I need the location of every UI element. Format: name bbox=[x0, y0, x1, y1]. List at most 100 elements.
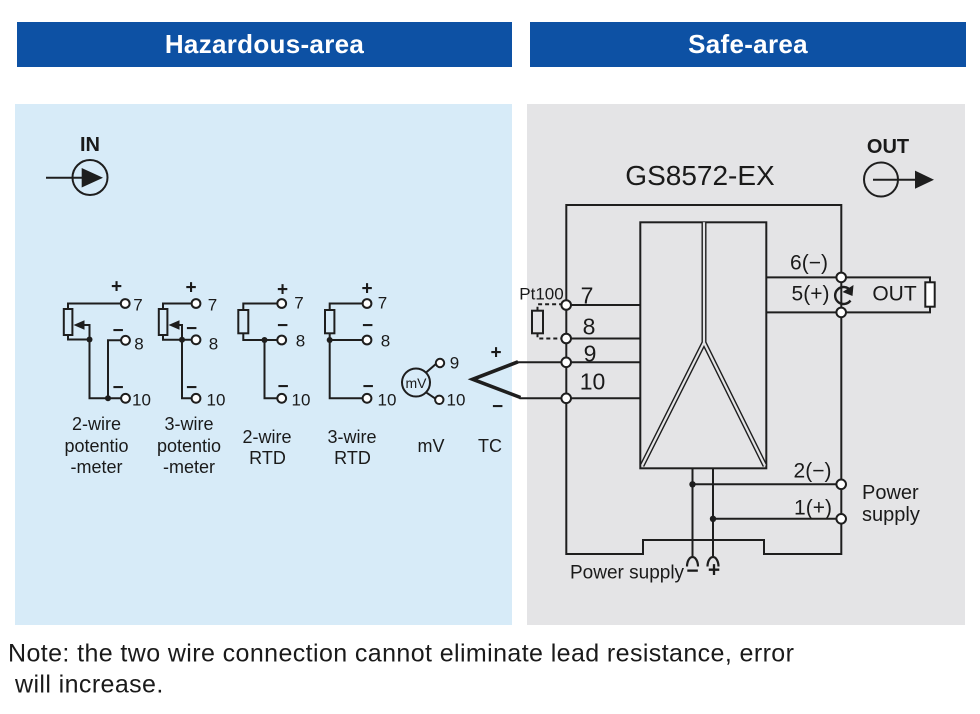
pot2-terminal-10: 10 bbox=[132, 390, 151, 409]
junction-dot bbox=[105, 395, 111, 402]
potentiometer-3wire-diagram bbox=[157, 298, 202, 404]
out-flow-symbol bbox=[863, 161, 934, 198]
potentiometer-body bbox=[157, 308, 169, 336]
supply-hook-minus-icon bbox=[685, 555, 700, 567]
terminal-6-circle bbox=[835, 271, 848, 284]
potentiometer-2wire-diagram bbox=[62, 298, 131, 404]
safe-terminal-9: 9 bbox=[583, 340, 597, 367]
rtd2-terminal-8: 8 bbox=[295, 331, 306, 351]
pot3-terminal-8: 8 bbox=[208, 334, 219, 354]
rtd3-caption-line2: RTD bbox=[334, 447, 371, 468]
safe-area-title: Safe-area bbox=[688, 29, 808, 59]
safe-area-header: Safe-area bbox=[530, 22, 966, 67]
pt100-sensor-diagram bbox=[531, 303, 561, 340]
safe-terminal-10: 10 bbox=[579, 368, 606, 395]
rtd3-terminal-8: 8 bbox=[380, 331, 391, 351]
rtd2-plus-sign: + bbox=[276, 279, 289, 300]
loop-arrowhead-icon bbox=[842, 285, 854, 296]
rtd3-terminal-10: 10 bbox=[377, 390, 397, 409]
loop-arrow-icon bbox=[833, 285, 852, 306]
mv-source-diagram bbox=[401, 357, 446, 405]
safe-terminal-7: 7 bbox=[580, 282, 594, 308]
out-load-label: OUT bbox=[872, 282, 917, 306]
pt100-label: Pt100 bbox=[519, 284, 564, 304]
power-supply-right-line1: Power bbox=[862, 481, 919, 504]
power-supply-terminals bbox=[685, 468, 848, 567]
terminal-1-label: 1(+) bbox=[794, 496, 832, 519]
thermocouple-diagram bbox=[467, 360, 561, 400]
terminal-9-circle bbox=[560, 356, 573, 369]
rtd2-terminal-7: 7 bbox=[294, 293, 304, 313]
rtd3-minus-sign-8: − bbox=[361, 315, 374, 337]
safe-area-panel bbox=[527, 104, 965, 625]
pot2-terminal-8: 8 bbox=[134, 334, 144, 354]
safe-terminal-8: 8 bbox=[582, 313, 596, 340]
pot2-terminal-7: 7 bbox=[133, 295, 143, 315]
tc-minus-sign: − bbox=[491, 396, 504, 418]
pot3-terminal-7: 7 bbox=[207, 295, 218, 315]
in-arrow-icon bbox=[81, 168, 103, 188]
mv-terminal-10: 10 bbox=[446, 390, 466, 410]
terminal-7-circle bbox=[560, 299, 573, 311]
pot2-plus-sign: + bbox=[110, 276, 123, 298]
pot2-caption-line3: -meter bbox=[70, 456, 123, 477]
terminal-5-label: 5(+) bbox=[791, 282, 830, 305]
mv-symbol-label: mV bbox=[405, 374, 427, 391]
rtd2-caption-line2: RTD bbox=[249, 447, 286, 468]
pot3-minus-sign-8: − bbox=[185, 318, 198, 339]
wiper-arrow-icon bbox=[73, 320, 85, 330]
pot3-terminal-10: 10 bbox=[206, 390, 226, 409]
thermocouple-icon bbox=[467, 360, 522, 400]
pot3-caption-line1: 3-wire bbox=[164, 414, 214, 434]
power-supply-plus-sign: + bbox=[707, 558, 721, 582]
power-supply-bottom-label: Power supply bbox=[570, 562, 685, 583]
terminal-6-label: 6(−) bbox=[790, 251, 828, 274]
rtd2-minus-sign-8: − bbox=[276, 315, 289, 337]
pot3-plus-sign: + bbox=[185, 277, 197, 298]
terminal-2-circle bbox=[835, 478, 848, 491]
pot2-caption-line1: 2-wire bbox=[71, 414, 122, 434]
rtd3-minus-sign-10: − bbox=[362, 376, 374, 397]
output-terminals bbox=[766, 271, 936, 319]
in-flow-symbol bbox=[46, 159, 109, 196]
power-supply-right-line2: supply bbox=[862, 504, 920, 526]
junction-dot bbox=[709, 515, 717, 522]
rtd2-caption-line1: 2-wire bbox=[242, 427, 292, 447]
rtd2-minus-sign-10: − bbox=[277, 376, 289, 397]
potentiometer-body bbox=[62, 308, 74, 336]
terminal-10-circle bbox=[560, 392, 573, 405]
pot3-minus-sign-10: − bbox=[185, 377, 198, 399]
junction-dot bbox=[689, 481, 696, 488]
terminal-5-circle bbox=[835, 306, 848, 319]
pot3-caption-line3: -meter bbox=[162, 456, 216, 477]
wiper-arrow-icon bbox=[168, 320, 180, 330]
pot3-caption-line2: potentio bbox=[156, 436, 222, 456]
rtd2-terminal-10: 10 bbox=[291, 390, 311, 409]
rtd-body bbox=[324, 309, 336, 335]
amplifier-block bbox=[639, 221, 768, 470]
junction-dot bbox=[86, 336, 93, 343]
terminal-1-circle bbox=[835, 513, 848, 525]
supply-hook-plus-icon bbox=[706, 555, 720, 567]
pot2-minus-sign-8: − bbox=[112, 320, 124, 341]
tc-caption: TC bbox=[478, 435, 502, 456]
mv-caption: mV bbox=[417, 435, 445, 456]
out-arrow-icon bbox=[915, 170, 934, 189]
terminal-2-label: 2(−) bbox=[793, 459, 832, 482]
note-line2: will increase. bbox=[15, 670, 164, 698]
mv-terminal-9: 9 bbox=[449, 353, 460, 372]
mv-source-icon bbox=[401, 367, 431, 398]
pot2-minus-sign-10: − bbox=[112, 377, 124, 398]
load-resistor-icon bbox=[924, 281, 936, 308]
rtd-2wire-diagram bbox=[237, 298, 288, 404]
power-supply-minus-sign: − bbox=[686, 559, 699, 583]
hazardous-area-header: Hazardous-area bbox=[17, 22, 512, 67]
note-line1: Note: the two wire connection cannot eli… bbox=[8, 639, 795, 668]
pt100-body bbox=[531, 309, 544, 335]
rtd-body bbox=[237, 309, 250, 335]
in-label: IN bbox=[80, 133, 100, 156]
rtd3-plus-sign: + bbox=[361, 278, 373, 300]
isolator-outer-boundary bbox=[560, 204, 843, 555]
